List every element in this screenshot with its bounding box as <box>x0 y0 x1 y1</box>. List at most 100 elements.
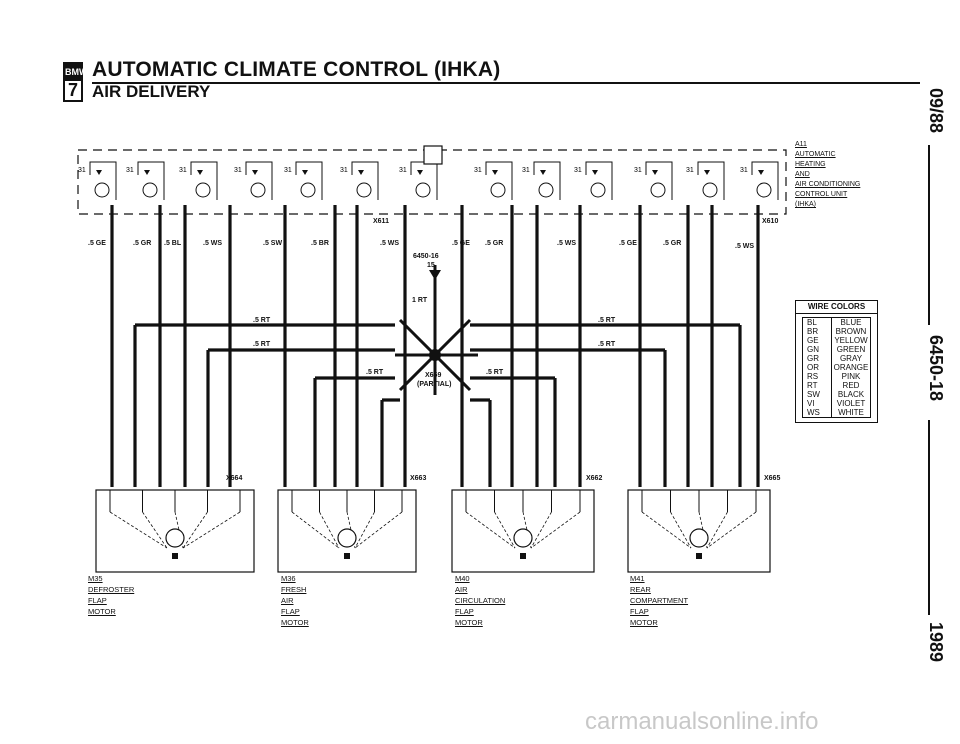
ground-label: 31 <box>574 167 582 174</box>
title-rule <box>92 82 920 84</box>
connector-x610: X610 <box>762 218 779 225</box>
motor-line: MOTOR <box>281 618 309 627</box>
page-title: AUTOMATIC CLIMATE CONTROL (IHKA) <box>92 58 501 81</box>
motor-icon <box>165 528 185 548</box>
motor-contact <box>465 511 516 549</box>
side-rule <box>928 145 930 325</box>
motor-contact <box>530 511 581 549</box>
ground-icon <box>592 170 598 175</box>
ground-label: 31 <box>234 167 242 174</box>
legend-name: BROWN <box>835 327 867 336</box>
motor-contact <box>182 511 241 549</box>
motor-contact <box>494 511 516 549</box>
transistor-icon <box>650 182 666 198</box>
motor-line: DEFROSTER <box>88 585 135 594</box>
ground-label: 31 <box>284 167 292 174</box>
motor-connector-icon <box>344 553 350 559</box>
splice-node-icon <box>429 349 441 361</box>
legend-code: RS <box>803 372 832 381</box>
bmw-7-logo: BMW 7 <box>63 62 88 102</box>
ground-label: 31 <box>474 167 482 174</box>
wire-label-ge: .5 GE <box>619 240 637 247</box>
motor-line: MOTOR <box>455 618 483 627</box>
internal-circuit <box>190 161 218 200</box>
legend-name: ORANGE <box>833 363 869 372</box>
motor-contact <box>109 511 168 549</box>
legend-name: BLACK <box>837 390 865 399</box>
motor-connector-icon <box>696 553 702 559</box>
motor-contact <box>530 511 552 549</box>
unit-line: AND <box>795 171 810 178</box>
ground-label: 31 <box>634 167 642 174</box>
transistor-icon <box>538 182 554 198</box>
legend-code: VI <box>803 399 832 408</box>
connector-x659-note: (PARTIAL) <box>417 381 452 388</box>
motor-contact <box>142 511 168 549</box>
transistor-icon <box>250 182 266 198</box>
splice-pin: 15 <box>427 262 435 269</box>
unit-line: (IHKA) <box>795 201 816 208</box>
legend-name: RED <box>842 381 860 390</box>
ground-label: 31 <box>399 167 407 174</box>
ground-icon <box>252 170 258 175</box>
motor-line: FRESH <box>281 585 307 594</box>
motor-label-m41: M41 REAR COMPARTMENT FLAP MOTOR <box>630 573 688 628</box>
wire-label-ge: .5 GE <box>452 240 470 247</box>
harness-wires <box>110 205 760 487</box>
ground-icon <box>758 170 764 175</box>
legend-code: RT <box>803 381 832 390</box>
splice-arrow-icon <box>429 270 441 280</box>
motor-line: REAR <box>630 585 651 594</box>
ground-icon <box>417 170 423 175</box>
logo-brand: BMW <box>65 64 88 81</box>
transistor-icon <box>415 182 431 198</box>
side-rule <box>928 420 930 615</box>
wire-label-rt: .5 RT <box>253 317 271 324</box>
legend-name: YELLOW <box>834 336 868 345</box>
transistor-icon <box>300 182 316 198</box>
transistor-icon <box>756 182 772 198</box>
transistor-icon <box>142 182 158 198</box>
motor-icon <box>689 528 709 548</box>
ground-icon <box>652 170 658 175</box>
legend-name: GRAY <box>839 354 863 363</box>
ground-label: 31 <box>522 167 530 174</box>
internal-circuit <box>351 161 379 200</box>
unit-code: A11 <box>795 141 807 148</box>
motor-connector-icon <box>172 553 178 559</box>
unit-line: CONTROL UNIT <box>795 191 848 198</box>
ground-icon <box>302 170 308 175</box>
logo-series: 7 <box>67 80 78 100</box>
page-subtitle: AIR DELIVERY <box>92 82 211 101</box>
wire-label-ws: .5 WS <box>380 240 400 247</box>
motor-line: COMPARTMENT <box>630 596 689 605</box>
ground-icon <box>704 170 710 175</box>
motor-contact <box>319 511 340 549</box>
legend-code: GE <box>803 336 832 345</box>
legend-name: VIOLET <box>836 399 866 408</box>
wire-label-sw: .5 SW <box>263 240 283 247</box>
ground-label: 31 <box>740 167 748 174</box>
legend-name: BLUE <box>840 318 862 327</box>
flap-motors <box>95 489 771 573</box>
internal-circuit <box>295 161 323 200</box>
ground-icon <box>540 170 546 175</box>
legend-row: VI VIOLET <box>803 399 870 408</box>
legend-code: OR <box>803 363 832 372</box>
motor-line: FLAP <box>630 607 649 616</box>
ground-label: 31 <box>179 167 187 174</box>
motor-code: M36 <box>281 574 296 583</box>
wire-label-rt: .5 RT <box>486 369 504 376</box>
motor-icon <box>513 528 533 548</box>
internal-circuit <box>89 161 117 200</box>
wire-label-1rt: 1 RT <box>412 297 428 304</box>
internal-circuit <box>485 161 513 200</box>
